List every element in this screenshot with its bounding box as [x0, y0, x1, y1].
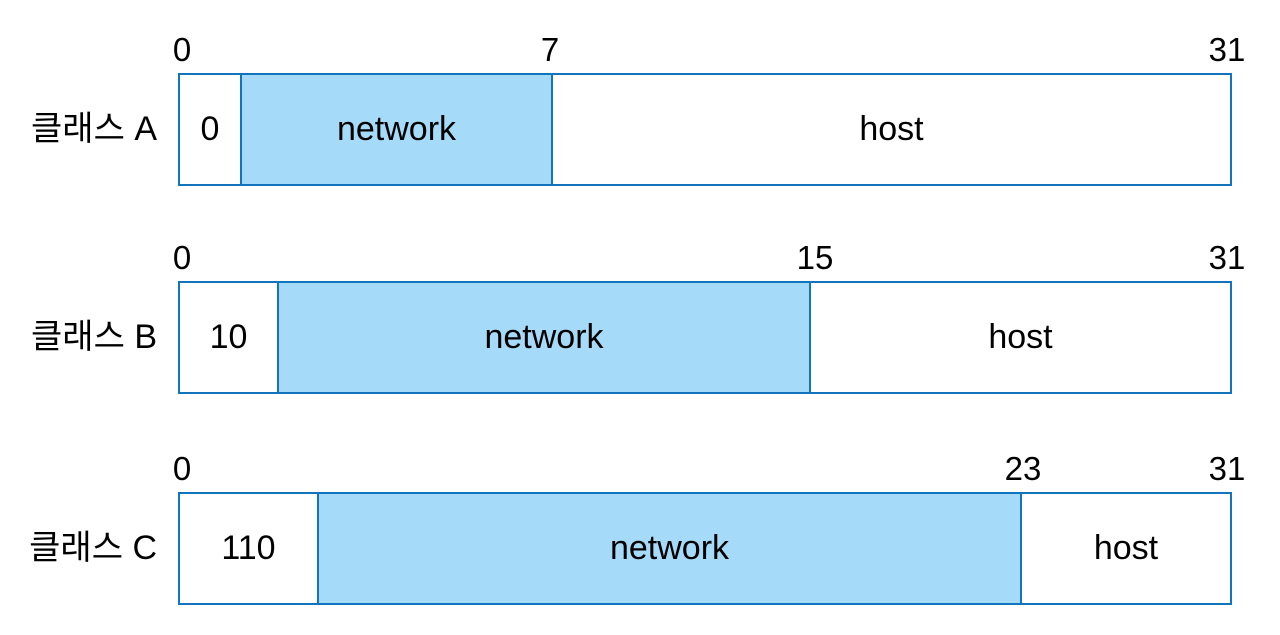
class-b-label: 클래스 B	[31, 318, 157, 356]
class-a-prefix-bits-cell: 0	[200, 110, 220, 148]
class-a-host-field-cell: host	[551, 75, 1230, 184]
class-c-address-box: 110 network host	[178, 492, 1232, 605]
class-b-bit-tick-start: 0	[172, 239, 192, 276]
class-b-bit-tick-end: 31	[1208, 239, 1246, 276]
class-b-address-box: 10 network host	[178, 281, 1232, 394]
class-c-prefix-bits-cell: 110	[221, 529, 276, 567]
class-c-label: 클래스 C	[29, 529, 157, 567]
class-c-bit-tick-start: 0	[172, 450, 192, 487]
class-b-prefix-bits-cell: 10	[209, 318, 248, 356]
class-b-bit-tick-network-end: 15	[796, 239, 834, 276]
class-c-row: 클래스 C 0 23 31 110 network host	[0, 450, 1280, 610]
class-c-host-field-cell: host	[1020, 494, 1230, 603]
class-b-host-field-cell: host	[809, 283, 1230, 392]
class-c-bit-tick-network-end: 23	[1004, 450, 1042, 487]
class-a-address-box: 0 network host	[178, 73, 1232, 186]
class-a-label: 클래스 A	[31, 110, 157, 148]
class-a-bit-tick-start: 0	[172, 31, 192, 68]
class-a-bit-tick-network-end: 7	[540, 31, 560, 68]
class-c-bit-tick-end: 31	[1208, 450, 1246, 487]
class-a-bit-tick-end: 31	[1208, 31, 1246, 68]
class-a-row: 클래스 A 0 7 31 0 network host	[0, 31, 1280, 191]
class-b-row: 클래스 B 0 15 31 10 network host	[0, 239, 1280, 399]
class-b-network-field-cell: network	[277, 283, 809, 392]
class-a-network-field-cell: network	[240, 75, 551, 184]
class-c-network-field-cell: network	[317, 494, 1020, 603]
